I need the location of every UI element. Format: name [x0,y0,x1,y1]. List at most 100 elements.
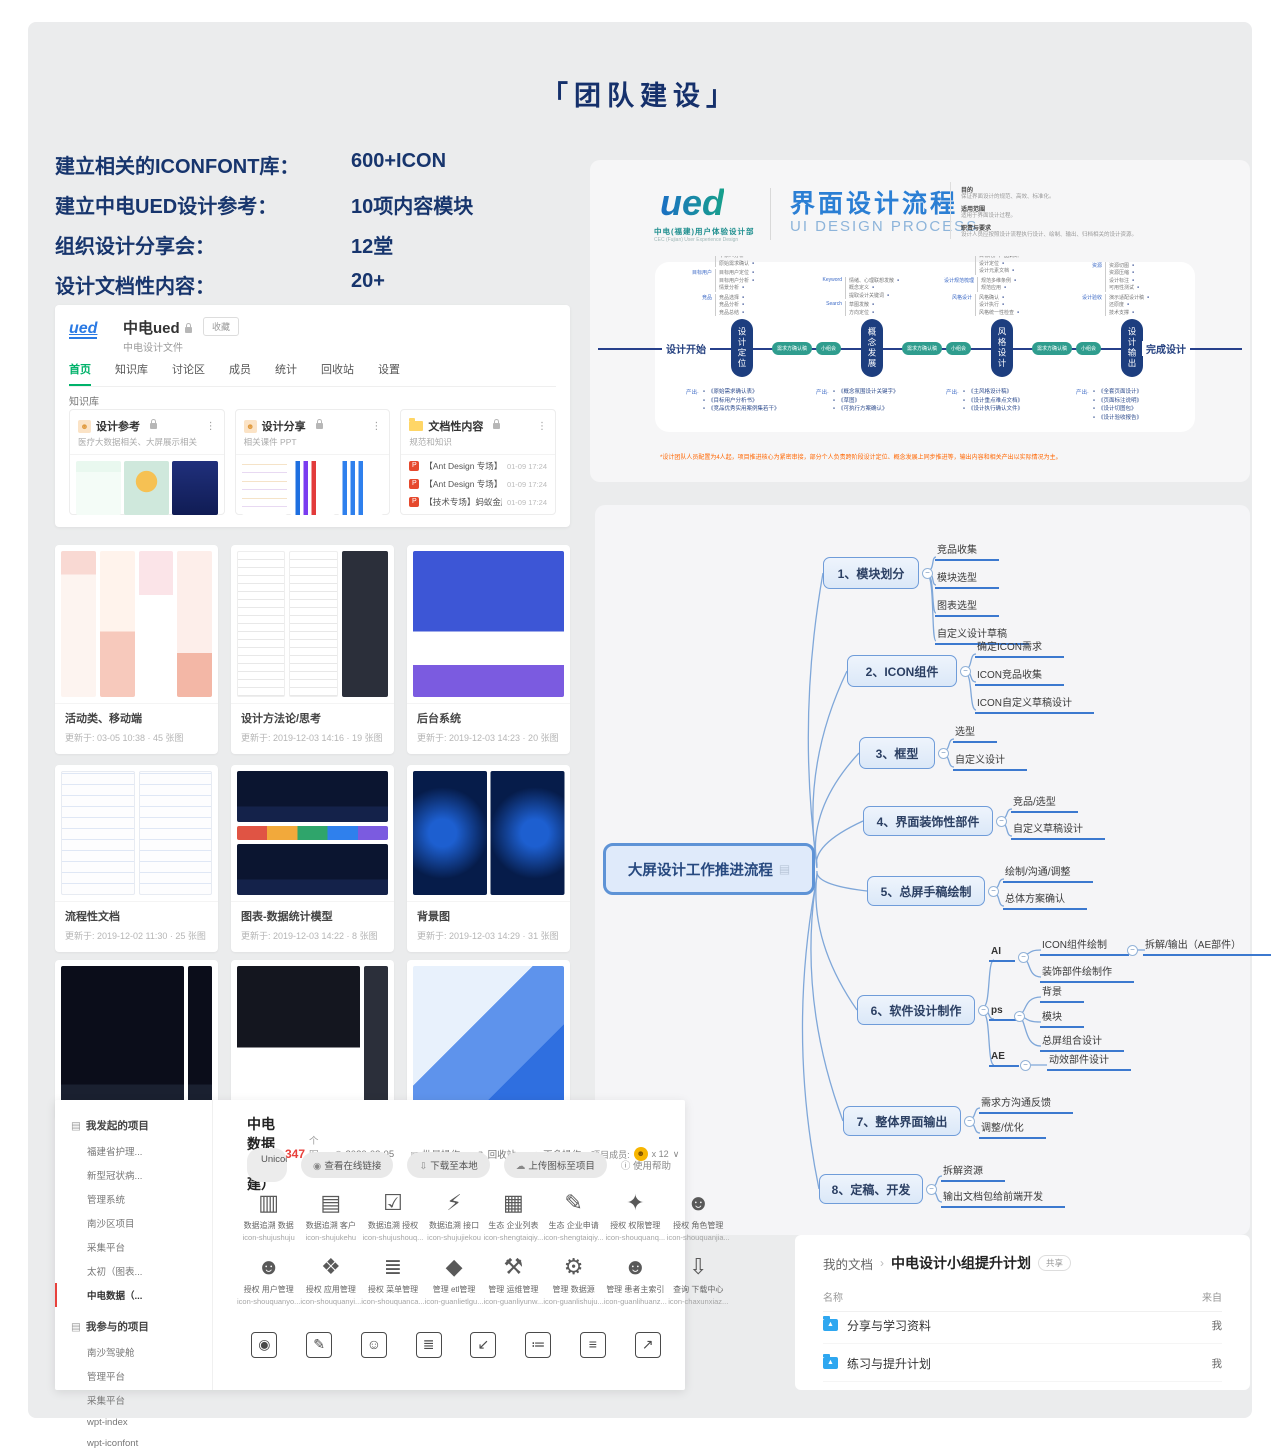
kebab-menu-icon[interactable]: ⋮ [205,420,216,432]
mindmap-node[interactable]: 1、模块划分 [823,557,919,589]
gallery-card[interactable] [55,960,218,1120]
mindmap-node[interactable]: 8、定稿、开发 [819,1174,923,1204]
icon-cell[interactable]: ☑ 数据追溯 授权 icon-shujushouq... [361,1186,424,1246]
gallery-card[interactable] [231,960,394,1120]
table-row[interactable]: ▲ 练习与提升计划 我 [823,1345,1222,1382]
help-link[interactable]: ⓘ 使用帮助 [621,1158,671,1172]
sidebar-item[interactable]: 南沙驾驶舱 [87,1348,135,1359]
icon-cell[interactable]: ↗ [620,1332,675,1358]
mindmap-leaf[interactable]: 总屏组合设计 [1040,1032,1124,1052]
icon-cell[interactable]: ↙ [456,1332,511,1358]
collapse-icon[interactable]: − [1020,1060,1031,1071]
icon-cell[interactable]: ✦ 授权 权限管理 icon-shouquanq... [604,1186,667,1246]
mindmap-leaf[interactable]: 需求方沟通反馈 [979,1094,1073,1114]
sidebar-item[interactable]: 采集平台 [87,1396,126,1407]
icon-cell[interactable]: ⇩ 查询 下载中心 icon-chaxunxiaz... [667,1250,730,1310]
kb-tab[interactable]: 首页 [69,361,91,386]
mindmap-leaf[interactable]: 自定义草稿设计 [1011,820,1105,840]
kb-card-design-reference[interactable]: ☻ 设计参考 ⋮ 医疗大数据相关、大屏展示相关 [69,409,225,515]
icon-cell[interactable]: ▦ 生态 企业列表 icon-shengtaiqiy... [483,1186,543,1246]
icon-cell[interactable]: ▤ 数据追溯 客户 icon-shujukehu [300,1186,361,1246]
mindmap-leaf[interactable]: 拆解资源 [941,1162,1005,1182]
sidebar-item[interactable]: 采集平台 [87,1243,126,1254]
project-members[interactable]: 项目成员: ☻ x 12 ∨ [591,1147,679,1161]
mindmap-leaf[interactable]: 模块 [1040,1008,1084,1028]
collapse-icon[interactable]: − [1014,1011,1025,1022]
sidebar-item[interactable]: 中电数据（... [55,1283,212,1307]
icon-cell[interactable]: ▥ 数据追溯 数据 icon-shujushuju [237,1186,300,1246]
icon-cell[interactable]: ✎ 生态 企业申请 icon-shengtaiqiy... [543,1186,604,1246]
kb-tab[interactable]: 回收站 [321,364,354,376]
sidebar-item[interactable]: 管理平台 [87,1372,126,1383]
column-from[interactable]: 来自 [1202,1293,1222,1304]
mindmap-leaf[interactable]: 竞品/选型 [1011,793,1078,813]
mindmap-leaf[interactable]: 背景 [1040,983,1084,1003]
icon-cell[interactable]: ◉ [237,1332,292,1358]
icon-cell[interactable]: ⚡ 数据追溯 接口 icon-shujujiekou [425,1186,484,1246]
mindmap-leaf[interactable]: ICON竞品收集 [975,666,1064,686]
collapse-icon[interactable]: − [1127,945,1138,956]
column-name[interactable]: 名称 [823,1293,843,1304]
mindmap-leaf[interactable]: 选型 [953,723,997,743]
mindmap-node[interactable]: 2、ICON组件 [847,655,957,687]
icon-cell[interactable]: ✎ [292,1332,347,1358]
kb-tab[interactable]: 设置 [378,364,400,376]
gallery-card[interactable]: 后台系统更新于: 2019-12-03 14:23 · 20 张图 [407,545,570,754]
collapse-icon[interactable]: − [1018,952,1029,963]
upload-icons-button[interactable]: ☁上传图标至项目 [503,1152,607,1178]
mindmap-root-node[interactable]: 大屏设计工作推进流程 ▤ [603,843,815,895]
sidebar-item[interactable]: 新型冠状病... [87,1171,143,1182]
mindmap-node[interactable]: 3、框型 [859,737,935,769]
kb-tab[interactable]: 讨论区 [172,364,205,376]
collapse-icon[interactable]: − [996,816,1007,827]
kb-file-row[interactable]: P 【Ant Design 专场】资产的... 01-09 17:24 [409,460,547,472]
kb-card-design-share[interactable]: ☻ 设计分享 ⋮ 相关课件 PPT [234,409,391,515]
icon-cell[interactable]: ≣ 授权 菜单管理 icon-shouquanca... [361,1250,424,1310]
kb-file-row[interactable]: P 【技术专场】蚂蚁金服 Web ... 01-09 17:24 [409,496,547,508]
kebab-menu-icon[interactable]: ⋮ [371,420,382,432]
mindmap-leaf[interactable]: 自定义设计 [953,751,1027,771]
mindmap-node[interactable]: 4、界面装饰性部件 [863,806,993,836]
mindmap-leaf[interactable]: 装饰部件绘制作 [1040,963,1134,983]
sidebar-item[interactable]: 福建省护理... [87,1147,143,1158]
sidebar-item[interactable]: 太初（图表... [87,1267,143,1278]
gallery-card[interactable]: 图表-数据统计模型更新于: 2019-12-03 14:22 · 8 张图 [231,765,394,952]
mindmap-leaf[interactable]: 自定义设计草稿 [935,625,1029,645]
mindmap-node[interactable]: 7、整体界面输出 [843,1106,961,1136]
icon-cell[interactable]: ◆ 管理 etl管理 icon-guanlietlgu... [425,1250,484,1310]
mindmap-leaf[interactable]: ICON自定义草稿设计 [975,694,1094,714]
mindmap-leaf[interactable]: ICON组件绘制 [1040,936,1129,956]
collapse-icon[interactable]: − [938,748,949,759]
icon-cell[interactable]: ≔ [511,1332,566,1358]
mindmap-node[interactable]: 5、总屏手稿绘制 [867,876,985,906]
kb-file-row[interactable]: P 【Ant Design 专场】解放图... 01-09 17:24 [409,478,547,490]
collapse-icon[interactable]: − [964,1116,975,1127]
kb-tab[interactable]: 统计 [275,364,297,376]
mindmap-leaf[interactable]: 确定ICON需求 [975,638,1064,658]
mindmap-leaf[interactable]: 总体方案确认 [1003,890,1087,910]
icon-cell[interactable]: ☺ [347,1332,402,1358]
mindmap-leaf[interactable]: 调整/优化 [979,1119,1046,1139]
icon-cell[interactable]: ⚒ 管理 运维管理 icon-guanliyunw... [483,1250,544,1310]
icon-cell[interactable]: ❖ 授权 应用管理 icon-shouquanyi... [300,1250,361,1310]
collapse-icon[interactable]: − [988,886,999,897]
sidebar-item[interactable]: wpt-iconfont [87,1438,139,1449]
gallery-card[interactable]: 背景图更新于: 2019-12-03 14:29 · 31 张图 [407,765,570,952]
gallery-card[interactable]: 流程性文档更新于: 2019-12-02 11:30 · 25 张图 [55,765,218,952]
gallery-card[interactable]: 活动类、移动端更新于: 03-05 10:38 · 45 张图 [55,545,218,754]
gallery-card[interactable]: 设计方法论/思考更新于: 2019-12-03 14:16 · 19 张图 [231,545,394,754]
download-local-button[interactable]: ⇩下载至本地 [407,1152,490,1178]
mindmap-leaf[interactable]: 图表选型 [935,597,999,617]
mindmap-sub-node[interactable]: AE [989,1051,1019,1067]
view-online-link-button[interactable]: ◉查看在线链接 [301,1152,394,1178]
icon-cell[interactable]: ≣ [401,1332,456,1358]
collapse-icon[interactable]: − [926,1184,937,1195]
mindmap-node[interactable]: 6、软件设计制作 [857,995,975,1025]
icon-cell[interactable]: ☻ 授权 角色管理 icon-shouquanjia... [667,1186,730,1246]
icon-cell[interactable]: ⚙ 管理 数据源 icon-guanlishuju... [543,1250,603,1310]
mindmap-sub-node[interactable]: AI [989,946,1015,962]
kb-tab[interactable]: 成员 [229,364,251,376]
mindmap-leaf[interactable]: 输出文档包给前端开发 [941,1188,1065,1208]
sidebar-item[interactable]: 管理系统 [87,1195,126,1206]
icon-cell[interactable]: ☻ 管理 患者主索引 icon-guanlihuanz... [604,1250,667,1310]
